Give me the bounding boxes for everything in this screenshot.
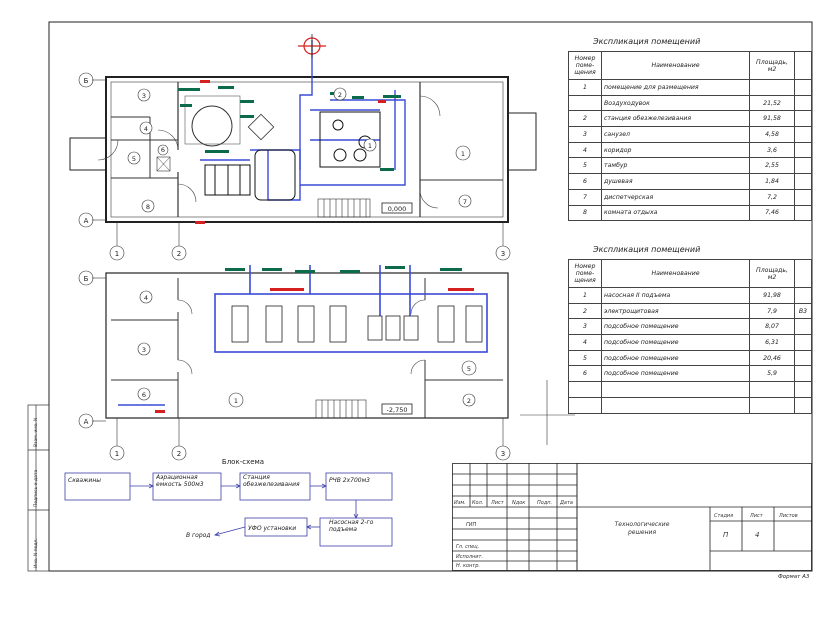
plan2-room-5: 5 [467,365,471,373]
box-city: В город [186,532,210,539]
plan1-room-7: 7 [463,198,467,206]
plan1-elevation: 0,000 [388,205,407,213]
plan1-room-2: 2 [338,91,342,99]
explication2-table: Номер поме- щения Наименование Площадь, … [568,259,812,414]
plan1-room-3: 3 [142,92,146,100]
plan2-room-6: 6 [142,391,146,399]
block-scheme [64,472,393,547]
side-stamp-3: Инв. N подл. [34,538,39,568]
col-area-header: Площадь, м2 [749,259,795,288]
box-rchv-label: РЧВ 2х700м3 [329,477,370,484]
plan2-elevation: -2,750 [387,406,408,414]
plan2-axis-2: 2 [177,450,181,458]
plan2-axis-1: 1 [115,450,119,458]
col-name-header: Наименование [601,51,750,80]
block-scheme-title: Блок-схема [222,458,264,466]
plan1-room-5: 5 [132,155,136,163]
explication2-title: Экспликация помещений [593,245,701,254]
plan-1 [69,34,537,224]
plan2-axis-a: А [84,418,89,426]
plan1-room-1: 1 [461,150,465,158]
plan1-room-6: 6 [161,146,165,154]
plan1-axis-3: 3 [501,250,505,258]
col-num-header: Номер поме- щения [568,51,602,80]
plan1-room-1b: 1 [368,142,372,150]
title-block [452,463,812,571]
plan2-axis-3: 3 [501,450,505,458]
plan-2 [105,265,509,419]
plan1-axis-1: 1 [115,250,119,258]
col-name-header: Наименование [601,259,750,288]
plan1-axis-a: А [84,217,89,225]
plan2-room-4: 4 [144,294,148,302]
plan1-axis-2: 2 [177,250,181,258]
plan2-room-3: 3 [142,346,146,354]
box-ufo: УФО установки [248,525,296,532]
plan2-room-1: 1 [234,397,238,405]
box-wells: Скважины [68,477,101,484]
plan2-axis-b: Б [84,275,89,283]
box-station: Станция обезжелезивания [243,474,300,488]
col-num-header: Номер поме- щения [568,259,602,288]
plan1-room-4: 4 [144,125,148,133]
sheet-frame [48,21,813,572]
format-label: Формат А3 [778,574,810,580]
explication1-table: Номер поме- щения Наименование Площадь, … [568,51,812,222]
plan2-room-2: 2 [467,397,471,405]
plan1-room-8: 8 [146,203,150,211]
drawing-canvas: 0,000 Б А 1 2 3 3 4 5 6 8 2 1 7 1 [27,21,813,572]
box-aeration: Аэрационная емкость 500м3 [156,474,204,488]
box-pump: Насосная 2-го подъема [329,519,374,533]
col-area-header: Площадь, м2 [749,51,795,80]
explication1-title: Экспликация помещений [593,37,701,46]
plan1-axis-b: Б [84,77,89,85]
